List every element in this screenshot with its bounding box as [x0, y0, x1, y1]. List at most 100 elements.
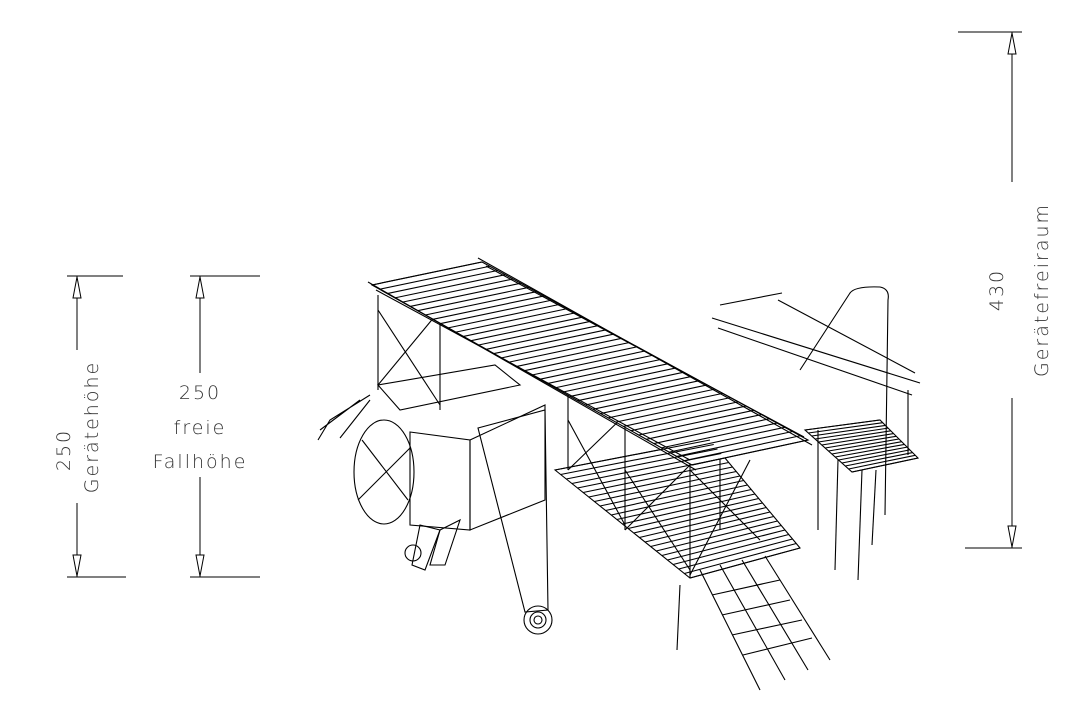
slat [554, 439, 711, 471]
slat [566, 448, 718, 480]
slat [630, 405, 747, 432]
fallhoehe-value: 250 [179, 382, 221, 404]
slat [814, 427, 889, 440]
slat [808, 422, 883, 434]
slat [611, 484, 748, 516]
front-spar [367, 281, 697, 471]
slat [509, 337, 622, 363]
slat [585, 380, 700, 406]
slat [608, 392, 723, 419]
slat [689, 547, 801, 579]
dimension-freiraum: 430 Gerätefreiraum [958, 31, 1053, 549]
slat [818, 430, 891, 443]
slat [848, 454, 916, 470]
slat [845, 452, 913, 467]
freiraum-value: 430 [986, 269, 1008, 311]
top-wing-surface [370, 261, 810, 466]
slat [577, 375, 692, 402]
slat [417, 286, 529, 312]
slat [616, 488, 752, 521]
slat [851, 457, 919, 473]
front-spar [375, 289, 691, 461]
geraetehoehe-label: Gerätehöhe [81, 361, 103, 493]
fuselage-nose [353, 419, 415, 525]
climbing-wall [477, 409, 549, 613]
slat [623, 401, 739, 427]
slat [594, 470, 737, 503]
slat [838, 446, 908, 461]
slat [371, 261, 483, 286]
slat [600, 388, 715, 415]
slat [825, 435, 897, 449]
slat [644, 511, 771, 543]
slat [628, 497, 759, 530]
fuselage-side [409, 431, 471, 531]
slat [524, 346, 638, 372]
slat [432, 295, 545, 320]
biplane-play-structure [317, 257, 921, 691]
slat [684, 542, 797, 575]
slat [478, 320, 591, 346]
slat [605, 479, 744, 512]
slat [571, 452, 722, 485]
freiraum-label: Gerätefreiraum [1031, 203, 1053, 377]
slat [804, 419, 881, 431]
rear-spar [485, 265, 805, 438]
wheel [523, 605, 553, 635]
slat [440, 299, 552, 325]
slat [588, 466, 733, 498]
slat [539, 354, 653, 380]
slat [409, 282, 521, 307]
slat [633, 502, 763, 534]
slat [828, 438, 900, 452]
fallhoehe-label-line1: freie [174, 417, 227, 439]
slat [501, 333, 615, 359]
lower-wing-slats [554, 439, 801, 579]
slat [841, 449, 910, 464]
slat [638, 409, 754, 436]
slat [661, 524, 782, 557]
slat [425, 291, 537, 316]
dimension-fallhoehe: 250 freie Fallhöhe [153, 275, 260, 578]
slat [455, 308, 568, 333]
slat [672, 533, 789, 566]
slat [547, 358, 661, 385]
slat [661, 422, 778, 449]
slat [493, 329, 607, 355]
slat [821, 433, 894, 446]
slat [463, 312, 576, 337]
slat [577, 457, 726, 489]
slat [402, 278, 514, 303]
slat [554, 363, 669, 389]
slat [599, 475, 741, 507]
slat [811, 424, 886, 437]
slat [650, 515, 774, 548]
slat [486, 325, 599, 350]
slat [560, 443, 714, 476]
slat [669, 426, 785, 453]
slat [835, 443, 905, 458]
slat [831, 441, 902, 455]
slat [448, 303, 560, 329]
slat [394, 274, 506, 299]
slat [639, 506, 767, 539]
slat [615, 397, 731, 423]
rope-ladder [699, 555, 831, 691]
slat [562, 367, 677, 393]
slat [516, 341, 630, 367]
dimension-geraetehoehe: 250 Gerätehöhe [53, 275, 126, 578]
slat [387, 269, 498, 295]
top-wing [367, 257, 813, 471]
slat [646, 414, 762, 440]
slat [379, 265, 490, 290]
slat [583, 461, 729, 494]
slat [531, 350, 646, 376]
slat [470, 316, 584, 342]
slat [622, 493, 756, 525]
geraetehoehe-value: 250 [53, 429, 75, 471]
slat [656, 520, 778, 552]
fallhoehe-label-line2: Fallhöhe [153, 451, 248, 473]
slat [676, 430, 793, 457]
tail-slats [804, 419, 919, 473]
